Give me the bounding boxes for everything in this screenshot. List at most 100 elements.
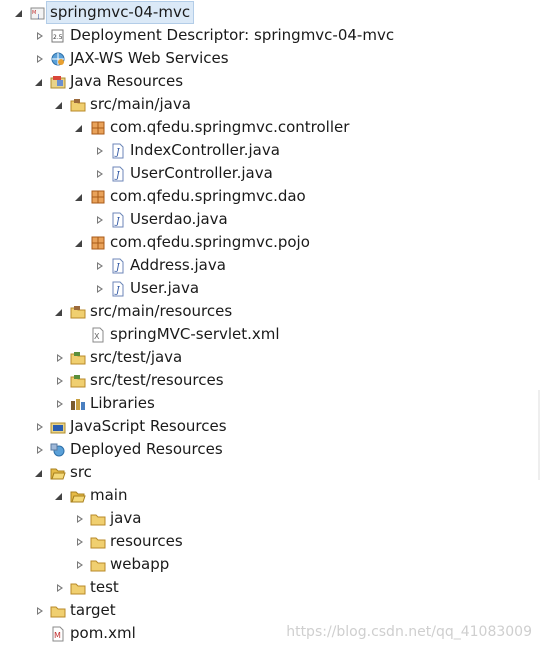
tree-row-label: com.qfedu.springmvc.dao — [110, 187, 306, 205]
tree-row-label: main — [90, 486, 128, 504]
svg-text:J: J — [114, 148, 121, 158]
tree-row-label: springmvc-04-mvc — [46, 1, 195, 24]
tree-row[interactable]: Java Resources — [0, 70, 540, 93]
collapse-arrow-icon[interactable] — [34, 467, 46, 479]
tree-row[interactable]: Deployed Resources — [0, 438, 540, 461]
tree-row-label: Java Resources — [70, 72, 184, 90]
tree-row-label: src/test/java — [90, 348, 183, 366]
tree-row[interactable]: com.qfedu.springmvc.pojo — [0, 231, 540, 254]
tree-row[interactable]: JavaScript Resources — [0, 415, 540, 438]
tree-row-label: com.qfedu.springmvc.controller — [110, 118, 350, 136]
expand-arrow-icon[interactable] — [94, 214, 106, 226]
svg-text:J: J — [37, 14, 39, 20]
no-arrow — [74, 329, 86, 341]
tree-row[interactable]: src/main/resources — [0, 300, 540, 323]
folder-open-icon — [50, 465, 66, 481]
expand-arrow-icon[interactable] — [74, 513, 86, 525]
tree-row[interactable]: JAX-WS Web Services — [0, 47, 540, 70]
tree-row-label: pom.xml — [70, 624, 136, 642]
collapse-arrow-icon[interactable] — [14, 7, 26, 19]
tree-row[interactable]: com.qfedu.springmvc.controller — [0, 116, 540, 139]
package-icon — [90, 235, 106, 251]
tree-row-label: springMVC-servlet.xml — [110, 325, 280, 343]
expand-arrow-icon[interactable] — [54, 398, 66, 410]
expand-arrow-icon[interactable] — [94, 260, 106, 272]
folder-icon — [70, 580, 86, 596]
java-file-icon: J — [110, 143, 126, 159]
tree-row[interactable]: src/test/java — [0, 346, 540, 369]
web-services-icon — [50, 51, 66, 67]
tree-row-label: src/main/java — [90, 95, 191, 113]
tree-row-label: Deployment Descriptor: springmvc-04-mvc — [70, 26, 395, 44]
expand-arrow-icon[interactable] — [34, 444, 46, 456]
no-arrow — [34, 628, 46, 640]
tree-row[interactable]: src/test/resources — [0, 369, 540, 392]
tree-row-label: User.java — [130, 279, 200, 297]
collapse-arrow-icon[interactable] — [74, 191, 86, 203]
expand-arrow-icon[interactable] — [94, 283, 106, 295]
tree-row[interactable]: src/main/java — [0, 93, 540, 116]
collapse-arrow-icon[interactable] — [54, 490, 66, 502]
source-folder-icon — [70, 304, 86, 320]
collapse-arrow-icon[interactable] — [74, 122, 86, 134]
tree-row[interactable]: src — [0, 461, 540, 484]
expand-arrow-icon[interactable] — [94, 168, 106, 180]
tree-row-label: src/main/resources — [90, 302, 233, 320]
tree-row[interactable]: java — [0, 507, 540, 530]
tree-row[interactable]: main — [0, 484, 540, 507]
expand-arrow-icon[interactable] — [54, 375, 66, 387]
expand-arrow-icon[interactable] — [94, 145, 106, 157]
scrollbar-hint[interactable] — [538, 390, 540, 480]
collapse-arrow-icon[interactable] — [74, 237, 86, 249]
svg-text:X: X — [94, 332, 100, 341]
tree-row[interactable]: J Address.java — [0, 254, 540, 277]
tree-row-label: Userdao.java — [130, 210, 228, 228]
watermark: https://blog.csdn.net/qq_41083009 — [286, 624, 532, 640]
tree-row[interactable]: target — [0, 599, 540, 622]
expand-arrow-icon[interactable] — [54, 352, 66, 364]
collapse-arrow-icon[interactable] — [34, 76, 46, 88]
source-folder-icon — [70, 97, 86, 113]
tree-row-label: JavaScript Resources — [70, 417, 227, 435]
expand-arrow-icon[interactable] — [74, 559, 86, 571]
tree-row[interactable]: Libraries — [0, 392, 540, 415]
collapse-arrow-icon[interactable] — [54, 306, 66, 318]
tree-row-label: Address.java — [130, 256, 226, 274]
expand-arrow-icon[interactable] — [34, 53, 46, 65]
java-file-icon: J — [110, 166, 126, 182]
svg-text:M: M — [54, 631, 61, 640]
xml-file-icon: X — [90, 327, 106, 343]
tree-row[interactable]: test — [0, 576, 540, 599]
tree-row-label: Deployed Resources — [70, 440, 223, 458]
expand-arrow-icon[interactable] — [34, 421, 46, 433]
test-source-folder-icon — [70, 350, 86, 366]
svg-text:M: M — [32, 10, 36, 16]
maven-pom-icon: M — [50, 626, 66, 642]
java-resources-icon — [50, 74, 66, 90]
expand-arrow-icon[interactable] — [34, 30, 46, 42]
tree-row-label: test — [90, 578, 119, 596]
expand-arrow-icon[interactable] — [74, 536, 86, 548]
folder-icon — [90, 534, 106, 550]
tree-row-label: UserController.java — [130, 164, 273, 182]
svg-text:J: J — [114, 263, 121, 273]
folder-open-icon — [70, 488, 86, 504]
tree-row[interactable]: resources — [0, 530, 540, 553]
tree-row[interactable]: webapp — [0, 553, 540, 576]
package-icon — [90, 120, 106, 136]
expand-arrow-icon[interactable] — [34, 605, 46, 617]
tree-row[interactable]: com.qfedu.springmvc.dao — [0, 185, 540, 208]
tree-row-label: resources — [110, 532, 183, 550]
collapse-arrow-icon[interactable] — [54, 99, 66, 111]
expand-arrow-icon[interactable] — [54, 582, 66, 594]
